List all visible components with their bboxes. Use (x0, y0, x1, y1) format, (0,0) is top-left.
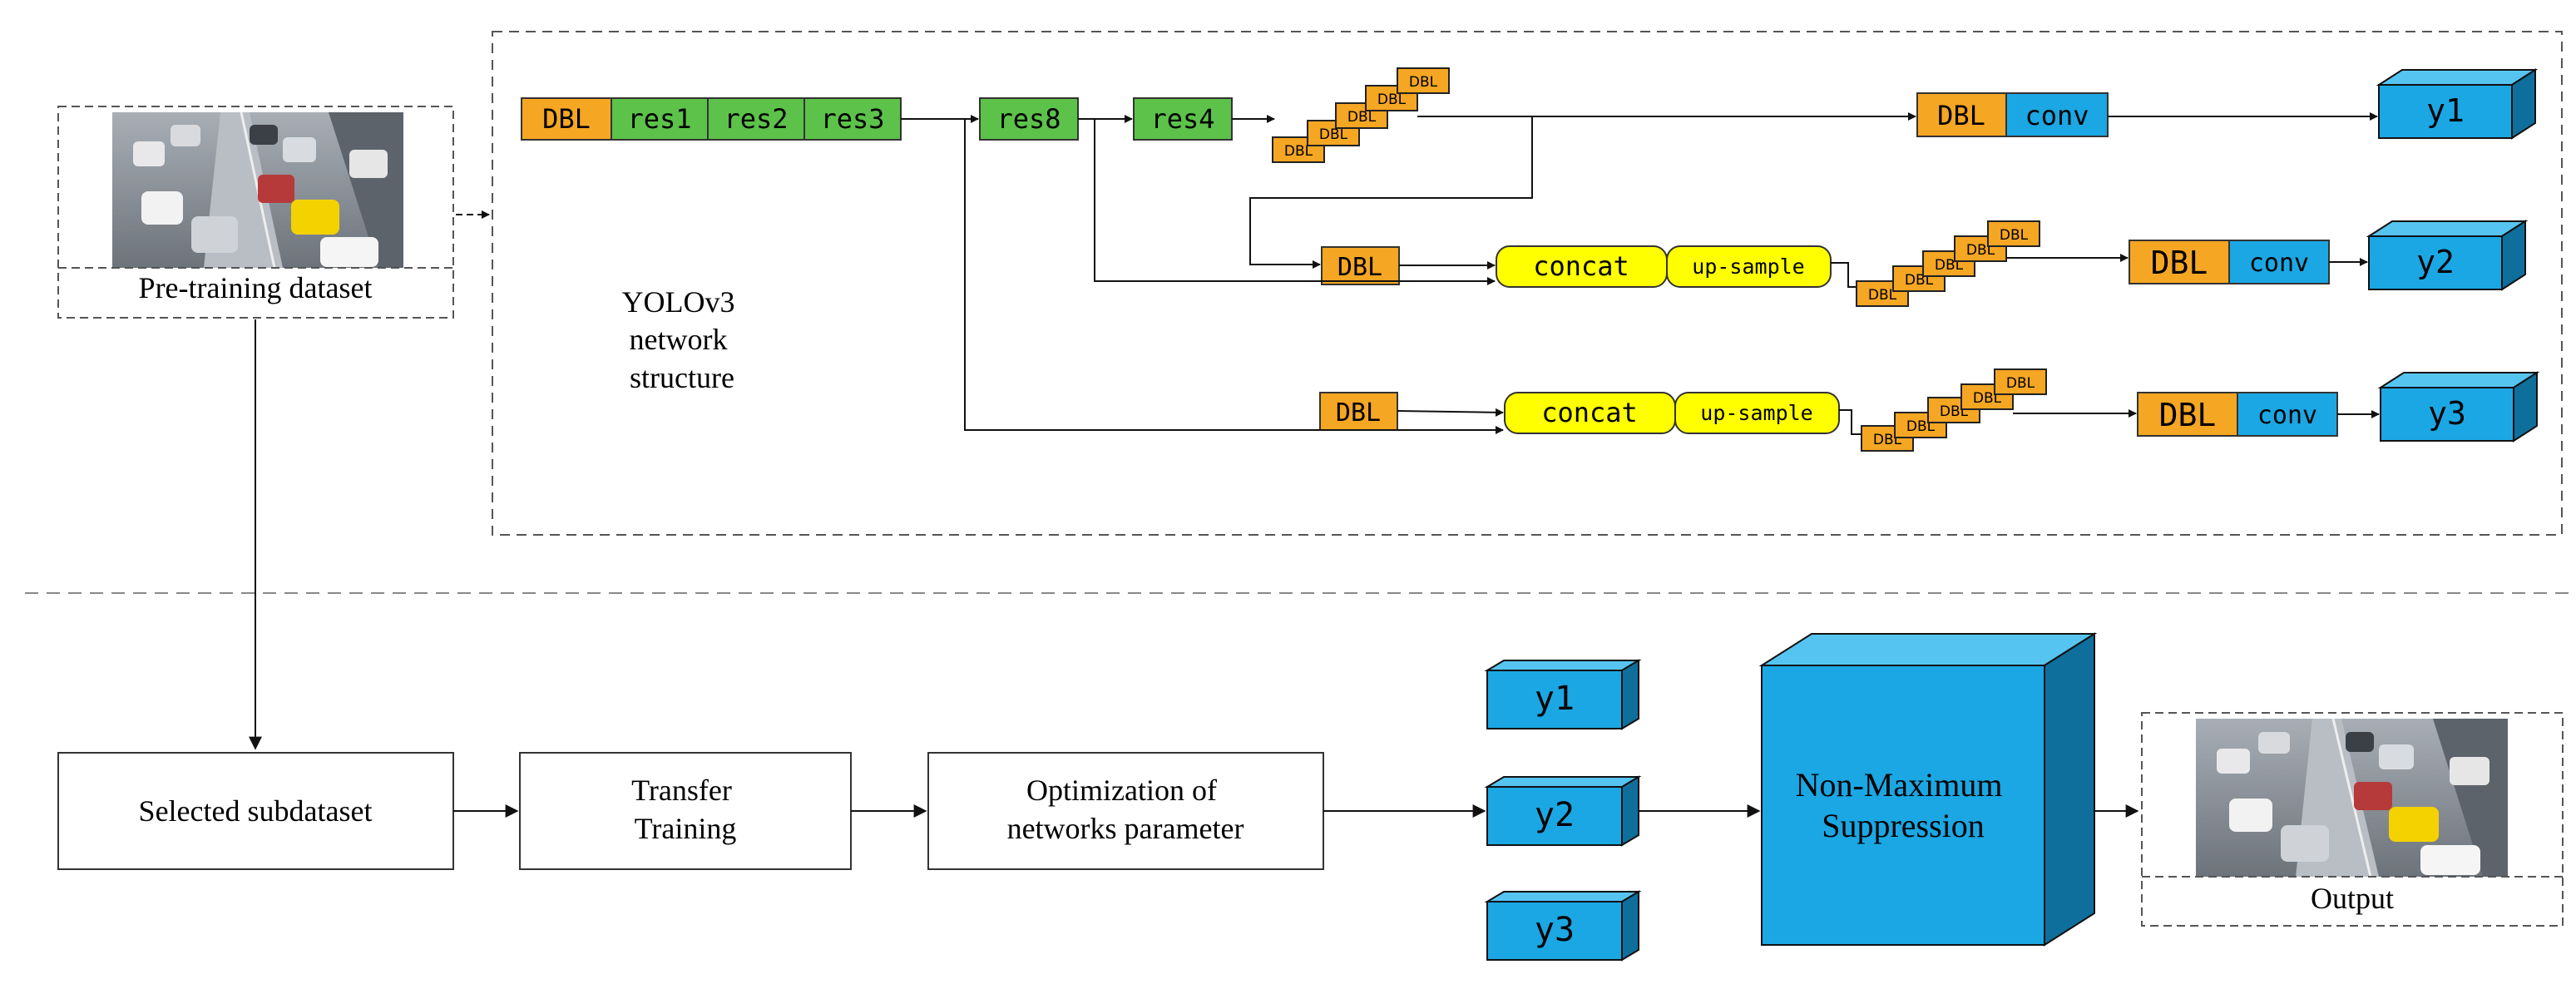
dbl-stack-3: DBL DBL DBL DBL DBL (1861, 368, 2047, 452)
network-title-line-3: structure (630, 361, 734, 394)
network-title-line-2: network (630, 323, 728, 356)
optimization-line-2: networks parameter (1007, 812, 1244, 845)
traffic-photo-output (2196, 718, 2508, 878)
backbone-res1-label: res1 (627, 103, 691, 135)
branch1-dbl-label: DBL (1937, 100, 1985, 131)
branch2-conv-label: conv (2249, 249, 2309, 278)
branch2-dbl-label: DBL (2151, 245, 2208, 281)
branch2-concat-upsample: concat up-sample (1496, 245, 1832, 288)
dbl-stack-1-label-1: DBL (1284, 143, 1313, 160)
dbl-stack-1-label-3: DBL (1347, 109, 1377, 126)
transfer-training-box: Transfer Training (519, 752, 852, 870)
backbone-res8-label: res8 (996, 103, 1061, 135)
branch3-concat-upsample: concat up-sample (1504, 392, 1840, 434)
transfer-training-line-2: Training (635, 812, 737, 845)
nms-label: Non-Maximum Suppression (1796, 766, 2011, 844)
transfer-training-label: Transfer Training (631, 774, 739, 845)
branch2-dbl-conv: DBL conv (2129, 240, 2330, 284)
selected-subdataset-label: Selected subdataset (139, 794, 373, 828)
branch3-dbl-in-label: DBL (1336, 398, 1381, 428)
connector-upsample-to-stack2 (1831, 262, 1857, 288)
branch1-dbl-conv: DBL conv (1916, 92, 2109, 137)
branch3-conv-label: conv (2257, 401, 2317, 430)
output-cube-y2: y2 (2366, 220, 2529, 291)
dbl-stack-1-label-2: DBL (1319, 126, 1348, 143)
nms-line-2: Suppression (1822, 807, 1985, 844)
output-label: Output (2311, 882, 2394, 915)
output-y2-label: y2 (2416, 244, 2455, 280)
backbone: DBL res1 res2 res3 res8 res4 (521, 97, 1275, 141)
optimization-label: Optimization of networks parameter (1007, 774, 1244, 845)
branch2-concat-label: concat (1533, 250, 1629, 282)
transfer-training-line-1: Transfer (631, 774, 732, 807)
output-cube-y1: y1 (2376, 68, 2539, 140)
branch2-dbl-in-label: DBL (1337, 253, 1382, 282)
dbl-stack-2: DBL DBL DBL DBL DBL (1856, 220, 2040, 307)
output-cube-y3: y3 (2377, 371, 2540, 443)
branch3-dbl-conv: DBL conv (2137, 392, 2338, 437)
dbl-stack-3-label-5: DBL (2006, 375, 2035, 392)
pipeline-cube-y2: y2 (1484, 775, 1642, 847)
traffic-photo-pretraining (112, 111, 403, 269)
pipeline-cube-y1: y1 (1484, 659, 1642, 730)
branch2-dbl-in: DBL (1321, 246, 1400, 285)
dbl-stack-2-label-1: DBL (1868, 287, 1897, 304)
dbl-stack-1: DBL DBL DBL DBL DBL (1272, 67, 1450, 163)
connector-upsample-to-stack3 (1839, 409, 1862, 435)
backbone-dbl-label: DBL (542, 103, 591, 135)
nms-line-1: Non-Maximum (1796, 766, 2003, 804)
nms-cube: Non-Maximum Suppression (1758, 632, 2098, 947)
optimization-line-1: Optimization of (1026, 774, 1217, 807)
connector-res8-to-branch2 (1078, 118, 1496, 285)
backbone-res2-label: res2 (724, 103, 788, 135)
pipeline-y3-label: y3 (1535, 911, 1575, 949)
output-y1-label: y1 (2426, 92, 2465, 129)
branch3-concat-label: concat (1541, 397, 1638, 428)
branch3-upsample-label: up-sample (1700, 401, 1812, 425)
branch3-dbl-label: DBL (2159, 397, 2217, 433)
optimization-box: Optimization of networks parameter (927, 752, 1324, 870)
connector-backbone-to-branch3 (964, 119, 1504, 434)
branch1-conv-label: conv (2025, 100, 2089, 131)
pretraining-dataset-box: Pre-training dataset (57, 106, 454, 319)
dbl-stack-1-label-4: DBL (1377, 91, 1407, 108)
output-box: Output (2141, 712, 2564, 927)
pipeline-y2-label: y2 (1535, 796, 1575, 834)
branch2-upsample-label: up-sample (1692, 255, 1804, 279)
backbone-res4-label: res4 (1150, 103, 1214, 135)
pipeline-y1-label: y1 (1535, 680, 1575, 718)
dbl-stack-2-label-5: DBL (2000, 227, 2029, 244)
network-title: YOLOv3 network structure (622, 285, 743, 394)
network-container (492, 31, 2563, 536)
pretraining-dataset-label: Pre-training dataset (139, 271, 373, 304)
output-y3-label: y3 (2428, 395, 2466, 432)
branch3-dbl-in: DBL (1319, 392, 1398, 431)
pipeline-cube-y3: y3 (1484, 890, 1642, 962)
backbone-res3-label: res3 (820, 103, 884, 135)
connector-stack1-to-branch2 (1249, 116, 1533, 269)
selected-subdataset-box: Selected subdataset (57, 752, 454, 870)
dbl-stack-1-label-5: DBL (1409, 74, 1438, 91)
network-title-line-1: YOLOv3 (622, 285, 735, 319)
